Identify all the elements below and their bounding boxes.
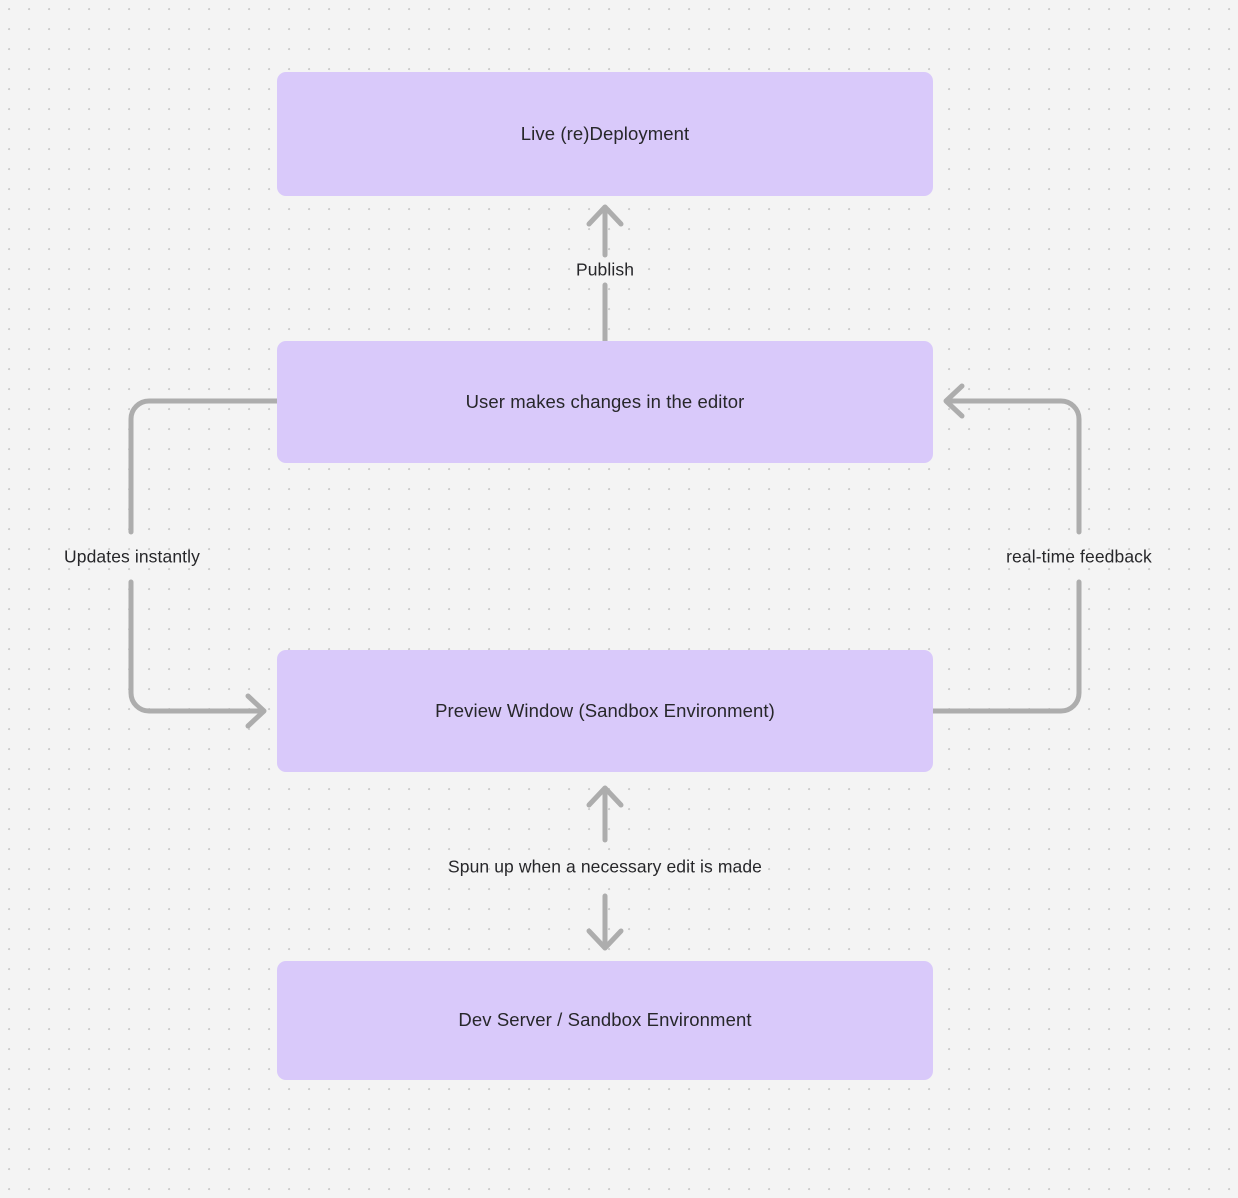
node-preview-window[interactable]: Preview Window (Sandbox Environment) bbox=[277, 650, 933, 772]
node-dev-server[interactable]: Dev Server / Sandbox Environment bbox=[277, 961, 933, 1080]
node-label: User makes changes in the editor bbox=[465, 390, 745, 412]
node-label: Live (re)Deployment bbox=[520, 122, 690, 144]
edge-label-spun-up: Spun up when a necessary edit is made bbox=[447, 856, 763, 877]
node-live-deployment[interactable]: Live (re)Deployment bbox=[277, 72, 933, 196]
edge-label-real-time-feedback: real-time feedback bbox=[1006, 546, 1152, 567]
node-label: Preview Window (Sandbox Environment) bbox=[435, 699, 775, 721]
edge-label-updates-instantly: Updates instantly bbox=[64, 546, 200, 567]
node-user-editor[interactable]: User makes changes in the editor bbox=[277, 341, 933, 463]
edge-label-publish: Publish bbox=[575, 259, 635, 280]
node-label: Dev Server / Sandbox Environment bbox=[458, 1009, 752, 1031]
